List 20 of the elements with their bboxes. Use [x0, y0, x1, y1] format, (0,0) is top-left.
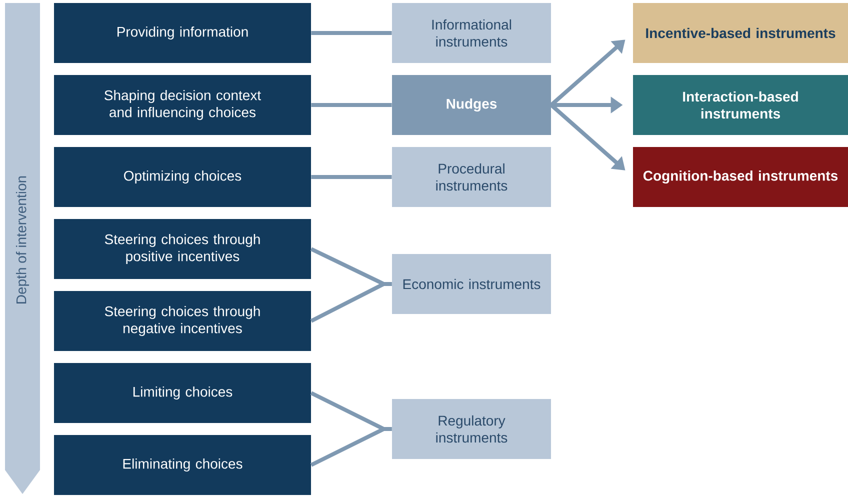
connector: [310, 427, 392, 467]
connector: [311, 31, 392, 35]
connector: [311, 103, 392, 107]
category-box: Interaction-based instruments: [633, 75, 848, 135]
action-box: Limiting choices: [54, 363, 311, 423]
instrument-box: Informational instruments: [392, 3, 551, 63]
connector: [310, 282, 392, 323]
instrument-box: Procedural instruments: [392, 147, 551, 207]
category-box: Cognition-based instruments: [633, 147, 848, 207]
action-box: Shaping decision context and influencing choices: [54, 75, 311, 135]
action-box: Eliminating choices: [54, 435, 311, 495]
instrument-box: Economic instruments: [392, 254, 551, 314]
action-box: Optimizing choices: [54, 147, 311, 207]
instrument-box: Regulatory instruments: [392, 399, 551, 459]
action-box: Providing information: [54, 3, 311, 63]
connector: [311, 175, 392, 179]
instrument-box: Nudges: [392, 75, 551, 135]
category-box: Incentive-based instruments: [633, 3, 848, 63]
action-box: Steering choices through negative incentives: [54, 291, 311, 351]
action-box: Steering choices through positive incentives: [54, 219, 311, 279]
